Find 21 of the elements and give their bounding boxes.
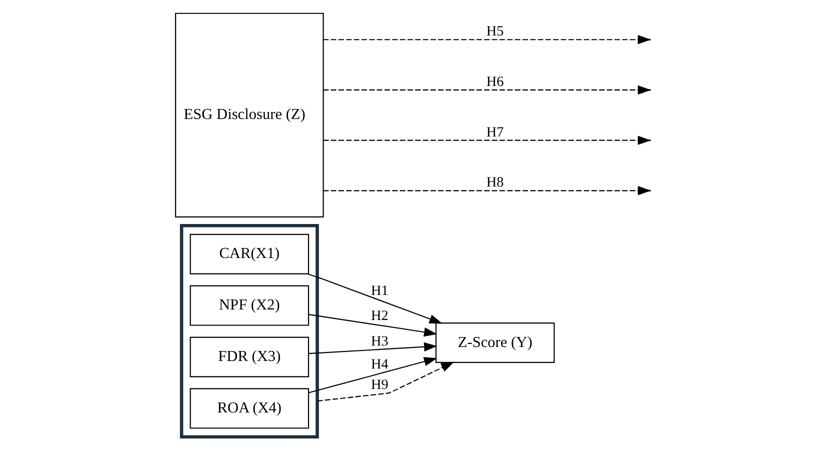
node-box: ESG Disclosure (Z) — [174, 12, 324, 217]
edge-label: H7 — [486, 124, 504, 140]
arrow — [308, 313, 437, 336]
edge-label: H3 — [370, 332, 388, 349]
arrow — [316, 361, 454, 402]
arrow — [308, 342, 437, 354]
arrow — [306, 272, 442, 324]
edge-label: H1 — [370, 282, 388, 299]
node-box: FDR (X3) — [189, 336, 309, 377]
edge-label: H6 — [486, 74, 504, 90]
edge-label: H8 — [486, 174, 504, 190]
node-box: NPF (X2) — [189, 284, 309, 326]
edge-label: H4 — [370, 356, 388, 372]
arrow — [308, 356, 437, 393]
edge-label: H9 — [370, 376, 388, 393]
node-box: Z-Score (Y) — [434, 322, 554, 362]
node-box: ROA (X4) — [189, 388, 309, 428]
cluster — [179, 224, 318, 438]
node-box: CAR(X1) — [189, 233, 309, 274]
edge-label: H2 — [370, 308, 388, 324]
edge-label: H5 — [486, 23, 504, 40]
